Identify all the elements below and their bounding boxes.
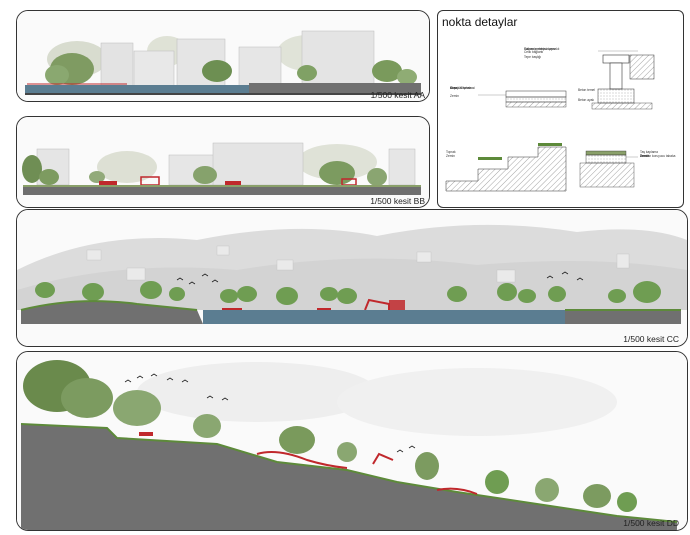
section-dd-panel: 1/500 kesit DD xyxy=(16,351,688,531)
section-cc-scale-label: 1/500 kesit CC xyxy=(623,334,679,344)
section-dd-drawing xyxy=(17,352,687,530)
section-bb-scale-label: 1/500 kesit BB xyxy=(370,196,425,206)
details-panel: nokta detaylar Vakum xyxy=(437,10,684,208)
section-dd-scale-label: 1/500 kesit DD xyxy=(623,518,679,528)
details-drawing xyxy=(445,50,655,192)
section-aa-panel: 1/500 kesit AA xyxy=(16,10,430,102)
section-cc-drawing xyxy=(17,210,687,346)
section-bb-panel: 1/500 kesit BB xyxy=(16,116,430,208)
section-aa-drawing xyxy=(17,11,429,101)
details-title: nokta detaylar xyxy=(442,15,518,29)
section-aa-scale-label: 1/500 kesit AA xyxy=(370,90,425,100)
section-bb-drawing xyxy=(17,117,429,207)
section-cc-panel: 1/500 kesit CC xyxy=(16,209,688,347)
